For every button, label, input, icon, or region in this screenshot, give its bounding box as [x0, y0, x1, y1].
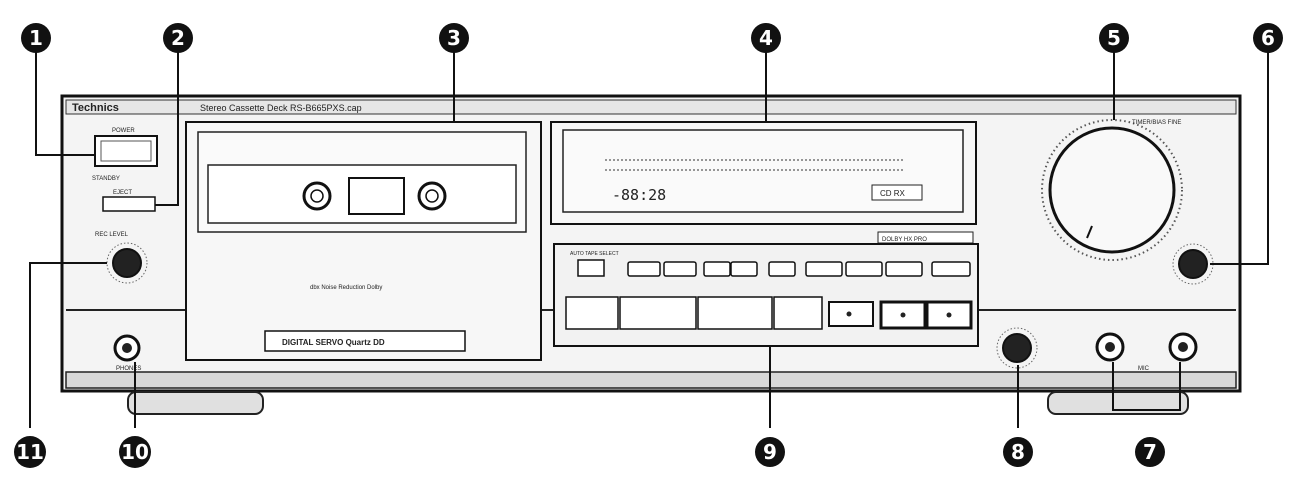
- callout-4: 4: [751, 23, 781, 53]
- power-button[interactable]: [94, 135, 158, 167]
- auto-tape-label: AUTO TAPE SELECT: [570, 251, 619, 257]
- display-digits: -88:28: [612, 186, 666, 204]
- transport-button-row: [565, 296, 973, 330]
- transport-rewind-button[interactable]: [565, 296, 619, 330]
- svg-text:5: 5: [1107, 26, 1121, 50]
- callout-10: 10: [119, 436, 151, 468]
- right-reel-icon: [417, 181, 447, 211]
- svg-text:2: 2: [171, 26, 185, 50]
- servo-badge: [264, 330, 466, 352]
- display-box-label: CD RX: [880, 189, 906, 198]
- control-button-4[interactable]: [730, 261, 758, 277]
- svg-text:1: 1: [29, 26, 43, 50]
- svg-text:10: 10: [121, 440, 149, 464]
- left-reel-icon: [302, 181, 332, 211]
- control-button-3[interactable]: [703, 261, 731, 277]
- control-button-2[interactable]: [663, 261, 697, 277]
- eject-button[interactable]: [102, 196, 156, 212]
- callout-5: 5: [1099, 23, 1129, 53]
- timer-bias-label: TIMER/BIAS FINE: [1132, 120, 1181, 126]
- control-panel: [553, 243, 979, 347]
- control-button-1[interactable]: [627, 261, 661, 277]
- callout-11: 11: [14, 436, 46, 468]
- control-button-7[interactable]: [845, 261, 883, 277]
- tape-window: [348, 177, 405, 215]
- cassette-door[interactable]: [185, 121, 542, 361]
- servo-label: DIGITAL SERVO Quartz DD: [282, 338, 385, 347]
- standby-label: STANDBY: [92, 176, 120, 182]
- svg-text:3: 3: [447, 26, 461, 50]
- brand-logo: Technics: [72, 102, 119, 114]
- callout-6: 6: [1253, 23, 1283, 53]
- transport-stop-button[interactable]: [773, 296, 823, 330]
- balance-knob[interactable]: [1178, 249, 1208, 279]
- control-button-6[interactable]: [805, 261, 843, 277]
- model-line: Stereo Cassette Deck RS-B665PXS.cap: [200, 103, 362, 113]
- callout-1: 1: [21, 23, 51, 53]
- callout-9: 9: [755, 437, 785, 467]
- left-foot: [127, 391, 264, 415]
- callout-8: 8: [1003, 437, 1033, 467]
- right-foot: [1047, 391, 1189, 415]
- control-button-9[interactable]: [931, 261, 971, 277]
- svg-text:11: 11: [16, 440, 44, 464]
- power-label: POWER: [112, 128, 135, 134]
- phones-label: PHONES: [116, 366, 141, 372]
- display-panel: [550, 121, 977, 225]
- rec-level-label: REC LEVEL: [95, 232, 129, 238]
- control-button-8[interactable]: [885, 261, 923, 277]
- nr-bar-label: dbx Noise Reduction Dolby: [310, 285, 382, 291]
- transport-play-button[interactable]: [619, 296, 697, 330]
- svg-text:7: 7: [1143, 440, 1157, 464]
- output-level-knob[interactable]: [1002, 333, 1032, 363]
- callout-2: 2: [163, 23, 193, 53]
- callout-3: 3: [439, 23, 469, 53]
- rec-level-knob[interactable]: [112, 248, 142, 278]
- auto-tape-switch[interactable]: [577, 259, 605, 277]
- svg-text:6: 6: [1261, 26, 1275, 50]
- svg-text:9: 9: [763, 440, 777, 464]
- eject-label: EJECT: [113, 190, 132, 196]
- display-box: [871, 184, 923, 201]
- bias-dial[interactable]: [1041, 119, 1183, 261]
- dolby-label: DOLBY HX PRO: [882, 237, 927, 243]
- callout-7: 7: [1135, 437, 1165, 467]
- control-button-5[interactable]: [768, 261, 796, 277]
- svg-text:4: 4: [759, 26, 773, 50]
- mic-label: MIC: [1138, 366, 1150, 372]
- leader-lines: [29, 52, 1269, 428]
- top-button-row: [577, 259, 971, 277]
- svg-text:8: 8: [1011, 440, 1025, 464]
- transport-ffwd-button[interactable]: [697, 296, 773, 330]
